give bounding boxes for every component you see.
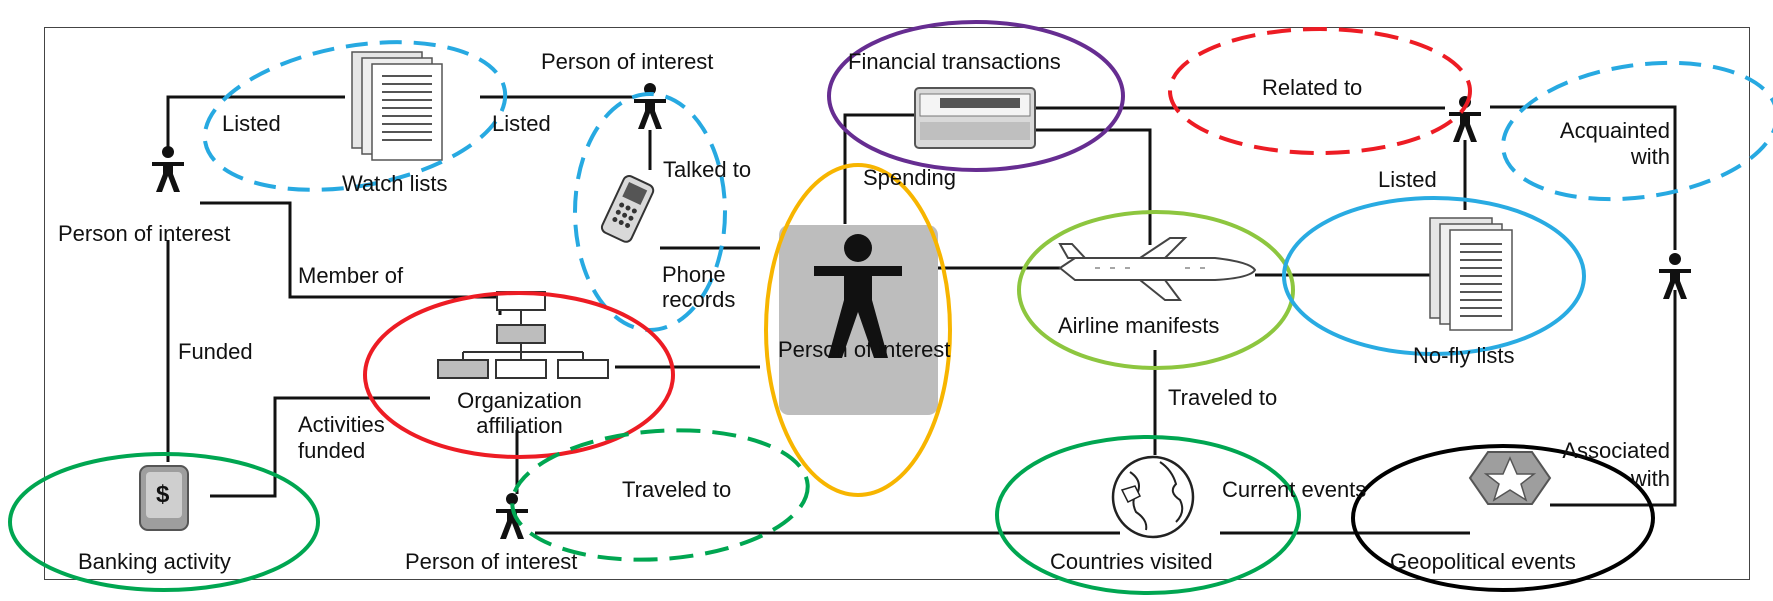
dollar-sign-icon: $ [156,481,170,508]
highlight-acquainted-with [1501,60,1773,202]
highlight-banking [8,452,320,592]
edge-traveled-to-bottom: Traveled to [622,477,732,502]
edge-listed-right: Listed [492,111,551,136]
edge-talked-to: Talked to [663,157,752,182]
no-fly-lists-label: No-fly lists [1413,343,1515,368]
phone-icon [600,175,655,243]
person-bottom-label: Person of interest [405,549,578,574]
watch-lists-label: Watch lists [342,171,448,196]
globe-icon [1111,455,1195,539]
phone-records-label: Phone records [662,262,736,313]
highlight-center-person [764,163,952,497]
center-person-icon [814,234,902,358]
highlight-organization [363,291,675,459]
no-fly-lists-icon [1429,217,1513,331]
banking-icon [139,465,189,531]
geopolitical-label: Geopolitical events [1390,549,1576,574]
edge-acquainted-with: Acquainted with [1559,118,1670,170]
airline-manifests-label: Airline manifests [1058,313,1220,338]
person-right-icon [1659,253,1691,299]
countries-visited-label: Countries visited [1050,549,1213,574]
credit-card-icon [914,87,1036,149]
airplane-icon [1058,237,1257,301]
edge-listed-left: Listed [222,111,281,136]
center-person-label: Person of interest [778,337,951,362]
highlight-traveled-to [510,428,810,562]
person-top-icon [634,83,666,129]
edge-traveled-to-right: Traveled to [1168,385,1278,410]
highlight-financial-transactions [827,20,1125,172]
person-left-icon [152,146,184,192]
organization-label: Organization affiliation [457,388,582,439]
person-left-label: Person of interest [58,221,231,246]
highlight-related-to [1168,27,1472,155]
highlight-geopolitical [1351,444,1655,592]
highlight-watch-lists [202,40,508,192]
banking-label: Banking activity [78,549,231,574]
edge-current-events: Current events [1222,477,1367,502]
highlight-countries [995,435,1301,595]
edge-related-to: Related to [1262,75,1363,100]
org-chart-icon [437,291,609,379]
star-hexagon-icon [1468,451,1552,505]
financial-transactions-label: Financial transactions [848,49,1061,74]
connector-lines [166,95,1677,535]
person-bottom-icon [496,493,528,539]
highlight-airline-manifests [1017,210,1295,370]
edge-spending: Spending [863,165,956,190]
person-top-label: Person of interest [541,49,714,74]
edge-listed-nofly: Listed [1378,167,1437,192]
watch-lists-icon [351,51,443,161]
edge-funded: Funded [178,339,253,364]
highlight-ellipses [8,20,1773,595]
edge-activities-funded: Activities funded [298,412,385,464]
edge-associated-with: Associated with [1562,438,1670,491]
highlight-no-fly-lists [1282,196,1586,356]
edge-member-of: Member of [298,263,404,288]
